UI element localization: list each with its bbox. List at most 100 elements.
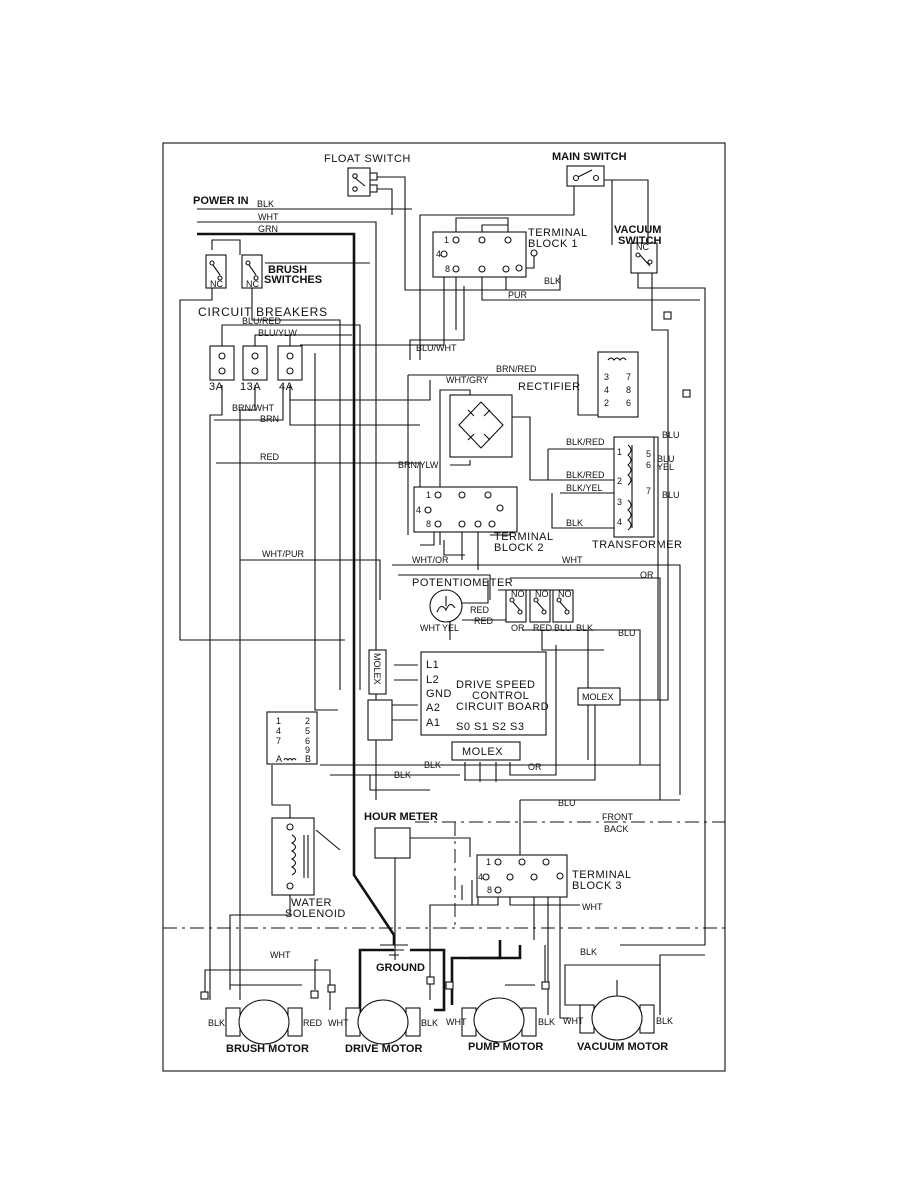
float-switch: FLOAT SWITCH bbox=[324, 153, 411, 197]
terminal-block-2: 1 4 8 TERMINAL BLOCK 2 bbox=[413, 486, 554, 554]
transformer-blk-label: BLK bbox=[566, 518, 583, 528]
power-in-label: POWER IN bbox=[193, 195, 249, 207]
water-solenoid-label-line2: SOLENOID bbox=[285, 908, 346, 920]
brn-red-label: BRN/RED bbox=[496, 364, 537, 374]
tb3-label-line1: TERMINAL bbox=[572, 869, 632, 881]
transformer-pin-6: 6 bbox=[646, 460, 651, 470]
tb1-pin-8: 8 bbox=[445, 264, 450, 274]
board-l2: L2 bbox=[426, 674, 439, 686]
blu-label-lower: BLU bbox=[558, 798, 576, 808]
pur-label: PUR bbox=[508, 290, 528, 300]
power-blk-label: BLK bbox=[257, 199, 274, 209]
wht-pur-label: WHT/PUR bbox=[262, 549, 304, 559]
brush-switch-2-nc: NC bbox=[246, 279, 259, 289]
board-label-line1: DRIVE SPEED bbox=[456, 679, 535, 691]
hour-meter: HOUR METER bbox=[364, 811, 438, 859]
blu-label-right: BLU bbox=[618, 628, 636, 638]
terminal-block-3: 1 4 8 TERMINAL BLOCK 3 bbox=[476, 854, 632, 898]
wht-or-label: WHT/OR bbox=[412, 555, 449, 565]
potentiometer: POTENTIOMETER WHT YEL RED RED bbox=[412, 577, 513, 633]
blk-label-board: BLK bbox=[424, 760, 441, 770]
drive-motor-label: DRIVE MOTOR bbox=[345, 1043, 422, 1055]
back-label: BACK bbox=[604, 824, 629, 834]
brush-switches-label-line1: BRUSH bbox=[268, 264, 307, 276]
vacuum-motor-label: VACUUM MOTOR bbox=[577, 1041, 668, 1053]
vacuum-switch-label-line1: VACUUM bbox=[614, 224, 661, 236]
vacuum-motor-blk: BLK bbox=[656, 1016, 673, 1026]
dir-relay-pin-5: 5 bbox=[305, 726, 310, 736]
blk-red-label-2: BLK/RED bbox=[566, 470, 605, 480]
terminal-block-1: 1 4 8 TERMINAL BLOCK 1 bbox=[432, 227, 588, 278]
drive-speed-control-board: L1 L2 GND A2 A1 DRIVE SPEED CONTROL CIRC… bbox=[420, 651, 549, 736]
vacuum-switch-nc: NC bbox=[636, 242, 649, 252]
tb2-pin-8: 8 bbox=[426, 519, 431, 529]
blk-label-bottom: BLK bbox=[580, 947, 597, 957]
pot-wht-label: WHT bbox=[420, 623, 441, 633]
float-switch-label: FLOAT SWITCH bbox=[324, 153, 411, 165]
brush-motor-blk: BLK bbox=[208, 1018, 225, 1028]
breaker-13a: 13A bbox=[240, 381, 261, 393]
brn-ylw-label: BRN/YLW bbox=[398, 460, 439, 470]
circuit-breakers-label: CIRCUIT BREAKERS bbox=[198, 305, 328, 319]
pot-red-label-1: RED bbox=[470, 605, 490, 615]
tb2-pin-4: 4 bbox=[416, 505, 421, 515]
blu-ylw-label: BLU/YLW bbox=[258, 328, 297, 338]
hour-meter-label: HOUR METER bbox=[364, 811, 438, 823]
dir-relay-pin-1: 1 bbox=[276, 716, 281, 726]
breaker-3a: 3A bbox=[209, 381, 224, 393]
pump-motor-blk: BLK bbox=[538, 1017, 555, 1027]
relay: 3 7 4 8 2 6 bbox=[597, 351, 639, 418]
board-s-terminals: S0 S1 S2 S3 bbox=[456, 721, 525, 733]
relay-pin-2: 2 bbox=[604, 398, 609, 408]
dir-relay-pin-b: B bbox=[305, 754, 311, 764]
tb3-pin-1: 1 bbox=[486, 857, 491, 867]
tb3-pin-8: 8 bbox=[487, 885, 492, 895]
molex-left: MOLEX bbox=[368, 649, 387, 695]
dir-relay-pin-6: 6 bbox=[305, 736, 310, 746]
pump-motor-wht: WHT bbox=[446, 1017, 467, 1027]
relay-pin-3: 3 bbox=[604, 372, 609, 382]
tb3-pin-4: 4 bbox=[478, 872, 483, 882]
blk-yel-label: BLK/YEL bbox=[566, 483, 603, 493]
board-label-line2: CONTROL bbox=[472, 690, 529, 702]
brush-switches: NC NC BRUSH SWITCHES bbox=[205, 254, 322, 289]
wht-gry-label: WHT/GRY bbox=[446, 375, 488, 385]
wht-label-bottom: WHT bbox=[270, 950, 291, 960]
rectifier-label: RECTIFIER bbox=[518, 381, 581, 393]
pot-yel-label: YEL bbox=[442, 623, 459, 633]
connector-squares bbox=[200, 311, 691, 1000]
blu-label-mid: BLU bbox=[662, 490, 680, 500]
pump-motor-label: PUMP MOTOR bbox=[468, 1041, 543, 1053]
vacuum-motor: WHT BLK VACUUM MOTOR bbox=[563, 995, 673, 1053]
diagram-frame bbox=[162, 142, 726, 1072]
transformer: 1 5 6 2 7 3 4 TRANSFORMER bbox=[592, 436, 682, 551]
relay-pin-8: 8 bbox=[626, 385, 631, 395]
tb2-label-line1: TERMINAL bbox=[494, 531, 554, 543]
or-label-board: OR bbox=[528, 762, 542, 772]
tb1-pin-1: 1 bbox=[444, 235, 449, 245]
molex-left-label: MOLEX bbox=[372, 653, 382, 685]
drive-motor-blk: BLK bbox=[421, 1018, 438, 1028]
relay-pin-7: 7 bbox=[626, 372, 631, 382]
blk-red-label-1: BLK/RED bbox=[566, 437, 605, 447]
blu-label-top: BLU bbox=[662, 430, 680, 440]
red-label: RED bbox=[260, 452, 280, 462]
tb1-label-line2: BLOCK 1 bbox=[528, 238, 578, 250]
speed-relay-contacts: NO NO NO OR RED BLU BLK bbox=[505, 589, 593, 633]
blu-yel-label-2: YEL bbox=[657, 462, 674, 472]
board-l1: L1 bbox=[426, 659, 439, 671]
pot-red-label-2: RED bbox=[474, 616, 494, 626]
molex-bottom: MOLEX bbox=[451, 741, 521, 761]
drive-motor-wht: WHT bbox=[328, 1018, 349, 1028]
blu-wht-label: BLU/WHT bbox=[416, 343, 457, 353]
contact-red-label: RED bbox=[533, 623, 553, 633]
wht-label-tb3: WHT bbox=[582, 902, 603, 912]
tb1-blk-label: BLK bbox=[544, 276, 561, 286]
tb1-label-line1: TERMINAL bbox=[528, 227, 588, 239]
molex-left-lower bbox=[367, 699, 393, 741]
brn-label: BRN bbox=[260, 414, 279, 424]
brush-motor-label: BRUSH MOTOR bbox=[226, 1043, 309, 1055]
transformer-pin-4: 4 bbox=[617, 517, 622, 527]
dir-relay-pin-7: 7 bbox=[276, 736, 281, 746]
